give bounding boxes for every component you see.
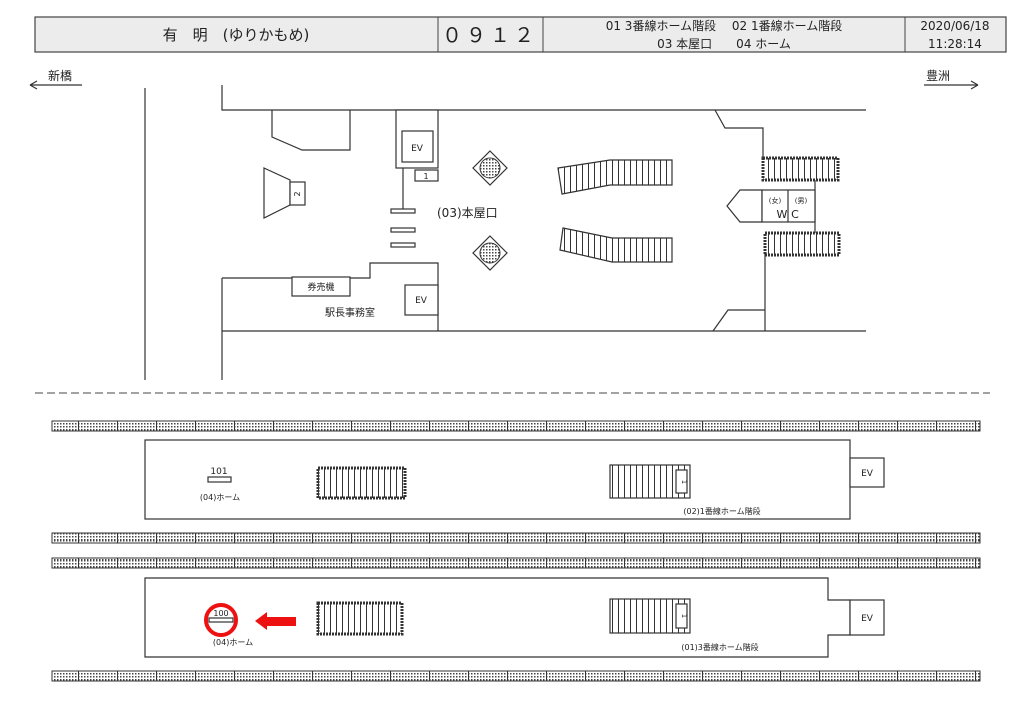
ticket-machine — [291, 276, 351, 297]
pillar-icon — [472, 235, 508, 271]
direction-right-label: 豊洲 — [926, 69, 950, 83]
escalator — [316, 601, 404, 636]
platform-upper-label: (04)ホーム — [200, 493, 240, 502]
track — [51, 532, 981, 544]
time: 11:28:14 — [928, 37, 982, 51]
platform-upper-elevator — [849, 457, 885, 488]
elevator-lower-label: EV — [415, 296, 428, 306]
platform-lower-stairs-label: (01)3番線ホーム階段 — [681, 642, 758, 652]
platform-upper-ev-label: EV — [861, 469, 874, 479]
direction-left-label: 新橋 — [48, 68, 72, 83]
red-arrow-icon — [255, 612, 296, 630]
escalator-right-lower — [763, 231, 841, 257]
gate-1-box — [414, 169, 439, 182]
arrow-right-icon — [924, 80, 979, 90]
platform-lower-elevator — [849, 599, 885, 636]
legend-line-2: 03 本屋口 04 ホーム — [657, 37, 791, 51]
gate-bar — [390, 227, 416, 233]
stairs-number: 1 — [680, 614, 688, 618]
wc-female-label: (女) — [769, 196, 782, 205]
pillar-icon — [472, 150, 508, 186]
platform-lower-ev-label: EV — [861, 614, 874, 624]
platform-upper-marker-number: 101 — [210, 467, 227, 477]
entrance-label: (03)本屋口 — [437, 206, 498, 220]
escalator — [316, 466, 407, 500]
ticket-gate — [263, 167, 291, 219]
wc-w: W — [777, 208, 788, 221]
stop-marker — [208, 617, 234, 623]
wc-male-label: (男) — [795, 197, 808, 205]
stairs-lower — [559, 227, 673, 263]
platform-upper: EV 101 (04)ホーム 1 (02)1番線ホーム階段 — [144, 439, 885, 520]
concourse: 2 EV 1 (03)本屋口 — [144, 85, 866, 380]
platform-upper-stairs-label: (02)1番線ホーム階段 — [683, 506, 760, 516]
ticket-machine-label: 券売機 — [307, 281, 334, 293]
station-code: ０９１２ — [442, 23, 538, 47]
gate-1-number: 1 — [423, 172, 428, 181]
legend-line-1: 01 3番線ホーム階段 02 1番線ホーム階段 — [606, 18, 843, 33]
date: 2020/06/18 — [920, 19, 989, 33]
track — [51, 420, 981, 432]
platform-lower-marker-number: 100 — [213, 609, 228, 618]
stop-marker — [207, 476, 232, 483]
direction-right: 豊洲 — [924, 69, 979, 90]
escalator-right-upper — [761, 156, 840, 182]
elevator-upper-label: EV — [411, 144, 424, 154]
station-name: 有 明 (ゆりかもめ) — [163, 26, 310, 44]
gate-2-number: 2 — [293, 191, 302, 196]
stairs-upper — [557, 159, 673, 195]
direction-left: 新橋 — [29, 68, 82, 90]
station-office-label: 駅長事務室 — [325, 306, 375, 319]
wc-c: C — [791, 208, 799, 221]
platform-lower-label: (04)ホーム — [213, 638, 253, 647]
arrow-left-icon — [29, 80, 82, 90]
elevator-lower — [404, 284, 439, 316]
stairs-number: 1 — [680, 480, 688, 484]
track — [51, 670, 981, 682]
platform-lower: EV 100 (04)ホーム 1 (01)3番線ホーム階段 — [144, 577, 885, 658]
header-bar: 有 明 (ゆりかもめ) ０９１２ 01 3番線ホーム階段 02 1番線ホーム階段… — [34, 16, 1007, 53]
gate-bar — [390, 242, 416, 248]
gate-2-box — [289, 181, 306, 206]
track — [51, 557, 981, 569]
gate-bar — [390, 208, 416, 214]
elevator-upper — [401, 130, 434, 163]
